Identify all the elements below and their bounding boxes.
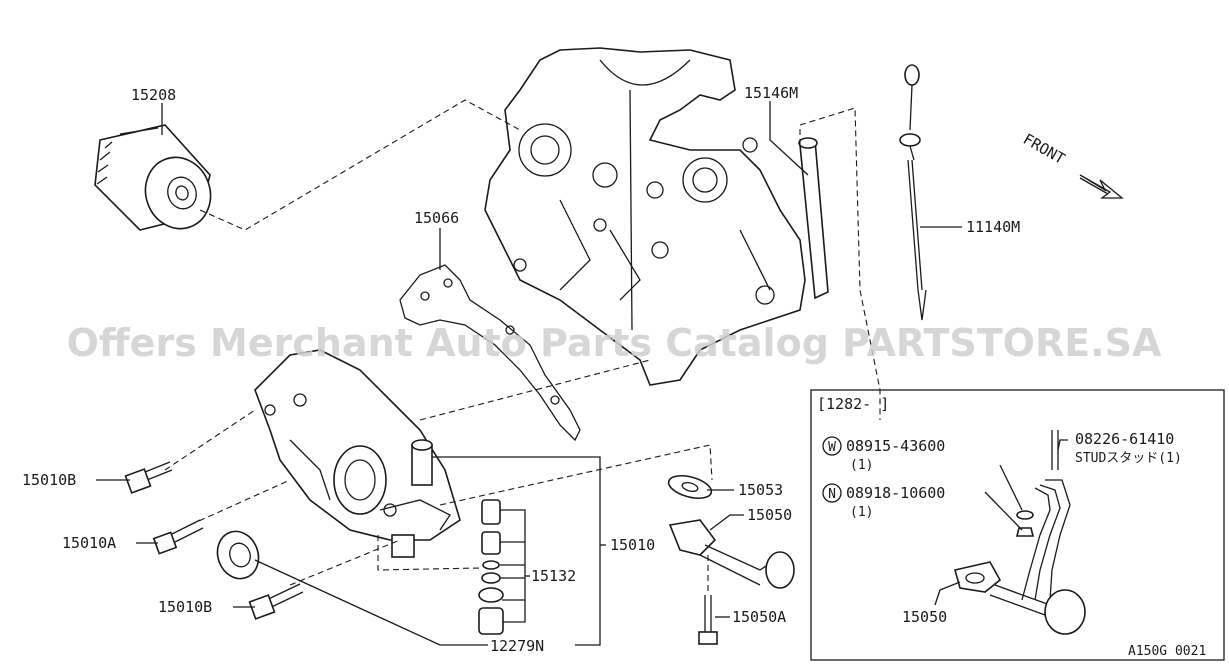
label-relief-valve: 15132 <box>531 567 576 585</box>
label-nut-qty: (1) <box>850 505 873 520</box>
bolt-a <box>152 519 204 555</box>
label-washer-qty: (1) <box>850 458 873 473</box>
label-oil-filter: 15208 <box>131 86 176 104</box>
oil-strainer <box>668 519 795 589</box>
label-strainer: 15050 <box>747 506 792 524</box>
engine-block <box>484 47 806 386</box>
label-gasket: 15066 <box>414 209 459 227</box>
label-bolt-b-upper: 15010B <box>22 471 76 489</box>
dipstick-tube <box>798 137 829 300</box>
oil-pump-housing <box>254 349 461 558</box>
label-nut-part: 08918-10600 <box>846 484 945 502</box>
label-dipstick-tube: 15146M <box>744 84 798 102</box>
oil-filter <box>94 124 212 231</box>
label-inset-range: [1282- ] <box>817 395 889 413</box>
strainer-gasket <box>667 474 713 500</box>
label-strainer-gasket: 15053 <box>738 481 783 499</box>
dipstick <box>899 64 927 321</box>
inset-box <box>810 389 1225 661</box>
front-arrow-icon <box>1079 174 1124 199</box>
label-oil-seal: 12279N <box>490 637 544 655</box>
figure-code: A150G 0021 <box>1128 644 1206 659</box>
watermark: Offers Merchant Auto Parts Catalog PARTS… <box>67 321 1162 365</box>
nut-code-icon: N <box>822 483 842 503</box>
oil-seal <box>216 530 260 580</box>
label-strainer-bolt: 15050A <box>732 608 786 626</box>
label-bolt-a: 15010A <box>62 534 116 552</box>
bolt-b-lower <box>248 583 304 620</box>
washer-code-icon: W <box>822 436 842 456</box>
label-stud-desc: STUDスタッド(1) <box>1075 451 1182 466</box>
gasket <box>399 264 581 442</box>
leader-lines <box>96 101 962 646</box>
label-oil-pump-assy: 15010 <box>610 536 655 554</box>
nut-code-label: N <box>828 487 836 502</box>
bolt-b-upper <box>124 461 173 494</box>
relief-valve-parts <box>478 499 504 635</box>
label-front: FRONT <box>1020 130 1068 168</box>
dashed-lines <box>164 99 881 595</box>
label-inset-strainer: 15050 <box>902 608 947 626</box>
washer-code-label: W <box>828 440 836 455</box>
label-washer-part: 08915-43600 <box>846 437 945 455</box>
label-bolt-b-lower: 15010B <box>158 598 212 616</box>
label-stud-part: 08226-61410 <box>1075 430 1174 448</box>
strainer-bolt <box>698 595 718 645</box>
label-dipstick: 11140M <box>966 218 1020 236</box>
